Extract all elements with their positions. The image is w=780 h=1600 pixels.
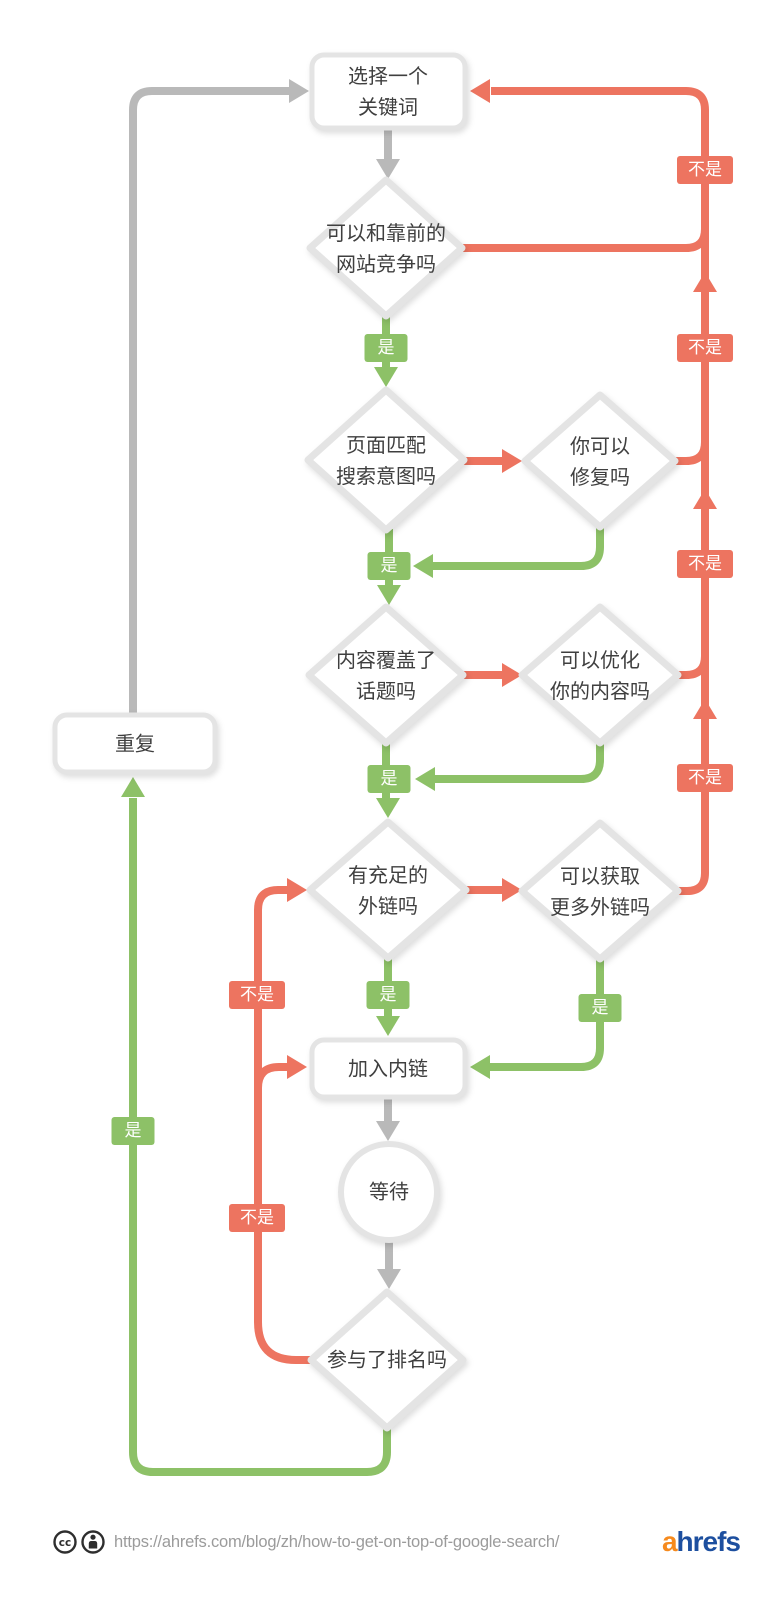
- node-coverage-label: 内容覆盖了话题吗: [336, 648, 436, 703]
- svg-text:cc: cc: [59, 1537, 71, 1549]
- no-label-fix: 不是: [677, 334, 733, 362]
- footer: cc https://ahrefs.com/blog/zh/how-to-get…: [52, 1524, 741, 1560]
- node-repeat-label: 重复: [115, 731, 155, 756]
- node-wait-shape: [338, 1141, 440, 1243]
- edge-ranked-no-left-spine: [254, 878, 312, 1364]
- edge-pick-keyword-to-compete: [376, 127, 400, 179]
- no-label-ranked: 不是: [229, 1204, 285, 1232]
- edge-backlinks-no-morelinks: [465, 878, 522, 902]
- yes-label-compete: 是: [364, 334, 408, 362]
- edge-coverage-no-optimize: [462, 663, 522, 687]
- node-wait-label: 等待: [369, 1179, 409, 1204]
- node-repeat-shape: [52, 712, 218, 775]
- ahrefs-logo-a: a: [661, 1526, 678, 1557]
- node-intent-label: 页面匹配搜索意图吗: [336, 433, 436, 488]
- edge-intent-no-fix: [463, 449, 522, 473]
- ahrefs-logo-hrefs: hrefs: [676, 1526, 741, 1557]
- node-optimize-shape: [518, 603, 682, 747]
- no-label-morelinks: 不是: [677, 764, 733, 792]
- node-morelinks-label: 可以获取更多外链吗: [550, 864, 650, 919]
- edge-fix-yes-merge: [413, 528, 604, 578]
- node-backlinks-label: 有充足的外链吗: [348, 863, 428, 918]
- node-optimize-label: 可以优化你的内容吗: [550, 648, 650, 703]
- no-label-optimize: 不是: [677, 550, 733, 578]
- node-compete-label: 可以和靠前的网站竞争吗: [326, 221, 446, 276]
- yes-label-coverage: 是: [367, 765, 411, 793]
- cc-icon: cc: [53, 1530, 77, 1554]
- edge-repeat-to-pick-keyword: [129, 79, 309, 716]
- yes-label-ranked: 是: [111, 1117, 155, 1145]
- attribution-icon: [81, 1530, 105, 1554]
- node-internal-links-shape: [309, 1037, 468, 1100]
- node-fix-shape: [521, 391, 679, 531]
- cc-license-icons: cc: [53, 1530, 105, 1554]
- ahrefs-logo: ahrefs: [661, 1526, 741, 1558]
- edge-morelinks-yes-internal: [470, 958, 604, 1079]
- edge-right-spine-to-pick-keyword: [463, 79, 717, 895]
- no-label-backlinks: 不是: [229, 981, 285, 1009]
- no-label-compete: 不是: [677, 156, 733, 184]
- node-coverage-shape: [305, 603, 467, 747]
- node-pick-keyword-label: 选择一个关键词: [348, 64, 428, 119]
- node-internal-links-label: 加入内链: [348, 1056, 428, 1081]
- node-ranked-label: 参与了排名吗: [327, 1347, 447, 1372]
- node-compete-shape: [306, 176, 466, 320]
- node-ranked-shape: [307, 1288, 467, 1432]
- edge-internal-links-to-wait: [376, 1097, 400, 1141]
- node-morelinks-shape: [518, 819, 682, 963]
- node-pick-keyword-shape: [309, 52, 468, 131]
- yes-label-backlinks: 是: [366, 981, 410, 1009]
- edge-wait-to-ranked: [377, 1240, 401, 1289]
- node-backlinks-shape: [306, 818, 470, 962]
- edge-ranked-yes-repeat: [121, 777, 391, 1476]
- yes-label-morelinks: 是: [578, 994, 622, 1022]
- node-intent-shape: [304, 386, 468, 534]
- yes-label-intent: 是: [367, 552, 411, 580]
- edge-optimize-yes-merge: [415, 742, 604, 791]
- source-url[interactable]: https://ahrefs.com/blog/zh/how-to-get-on…: [114, 1532, 560, 1551]
- node-fix-label: 你可以修复吗: [570, 434, 630, 489]
